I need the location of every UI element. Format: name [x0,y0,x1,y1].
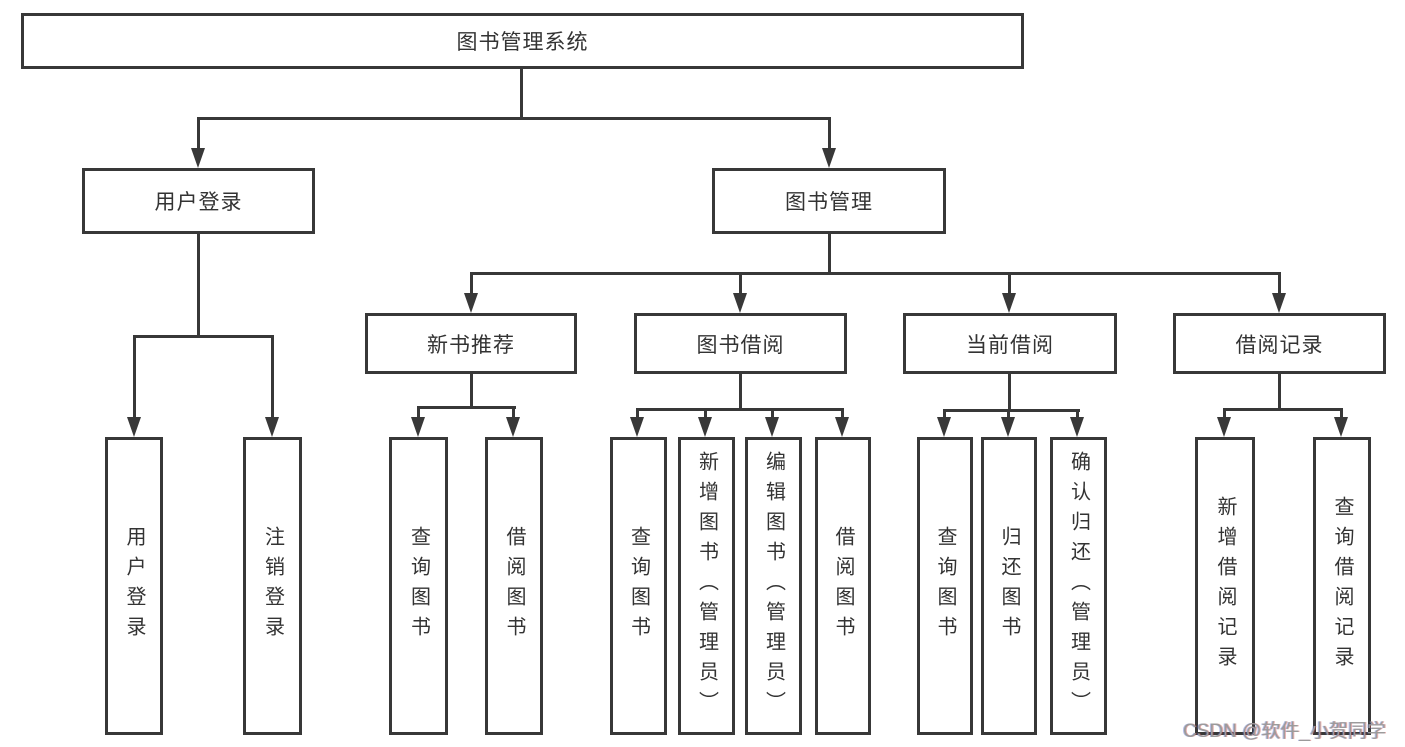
connector-line [636,408,639,420]
arrowhead-icon [765,417,779,437]
leaf-add-borrow-record: 新增借阅记录 [1195,437,1255,735]
connector-line [470,272,1281,275]
leaf-return-books-label: 归还图书 [998,526,1020,646]
node-book-management-branch-label: 图书管理 [785,191,873,214]
arrowhead-icon [822,148,836,168]
connector-line [943,409,946,420]
connector-line [470,272,473,297]
node-book-borrowing: 图书借阅 [634,313,847,374]
arrowhead-icon [1334,417,1348,437]
leaf-query-borrow-record: 查询借阅记录 [1313,437,1371,735]
leaf-user-login: 用户登录 [105,437,163,735]
leaf-edit-books-admin-label: 编辑图书（管理员） [762,451,785,721]
leaf-logout-label: 注销登录 [261,526,284,646]
leaf-add-books-admin-label: 新增图书（管理员） [695,451,718,721]
connector-line [828,234,831,274]
node-book-management-branch: 图书管理 [712,168,946,234]
node-user-login-branch: 用户登录 [82,168,315,234]
node-new-book-recommend: 新书推荐 [365,313,577,374]
node-current-borrowing-label: 当前借阅 [966,333,1054,357]
connector-line [704,408,707,420]
connector-line [197,234,200,337]
node-new-book-recommend-label: 新书推荐 [427,333,515,357]
connector-line [133,335,136,420]
arrowhead-icon [733,293,747,313]
leaf-confirm-return-admin: 确认归还（管理员） [1050,437,1107,735]
connector-line [197,117,200,151]
arrowhead-icon [1001,417,1015,437]
leaf-query-books-borrowing-label: 查询图书 [627,526,650,646]
connector-line [1278,374,1281,410]
arrowhead-icon [1002,293,1016,313]
leaf-add-books-admin: 新增图书（管理员） [678,437,735,735]
leaf-borrow-books-recommend: 借阅图书 [485,437,543,735]
connector-line [197,117,831,120]
leaf-borrow-books-label: 借阅图书 [832,526,854,646]
connector-line [1007,409,1010,420]
arrowhead-icon [464,293,478,313]
connector-line [1223,408,1343,411]
connector-line [636,408,844,411]
connector-line [520,66,523,118]
node-book-borrowing-label: 图书借阅 [696,333,785,357]
leaf-query-books-current-label: 查询图书 [934,526,956,646]
connector-line [943,409,1080,412]
arrowhead-icon [1272,293,1286,313]
arrowhead-icon [191,148,205,168]
connector-line [739,272,742,297]
leaf-query-borrow-record-label: 查询借阅记录 [1331,496,1353,676]
leaf-query-books-recommend-label: 查询图书 [407,526,430,646]
leaf-add-borrow-record-label: 新增借阅记录 [1214,496,1236,676]
leaf-query-books-recommend: 查询图书 [389,437,448,735]
connector-line [417,406,420,420]
leaf-confirm-return-admin-label: 确认归还（管理员） [1067,451,1090,721]
node-borrowing-records-label: 借阅记录 [1235,333,1324,357]
arrowhead-icon [835,417,849,437]
connector-line [470,374,473,408]
arrowhead-icon [127,417,141,437]
node-user-login-branch-label: 用户登录 [154,191,243,214]
node-borrowing-records: 借阅记录 [1173,313,1386,374]
connector-line [1340,408,1343,420]
leaf-edit-books-admin: 编辑图书（管理员） [745,437,802,735]
node-current-borrowing: 当前借阅 [903,313,1117,374]
leaf-query-books-borrowing: 查询图书 [610,437,667,735]
connector-line [1008,374,1011,411]
connector-line [133,335,274,338]
node-root: 图书管理系统 [21,13,1024,69]
leaf-borrow-books-recommend-label: 借阅图书 [503,526,525,646]
arrowhead-icon [698,417,712,437]
leaf-query-books-current: 查询图书 [917,437,973,735]
leaf-user-login-label: 用户登录 [123,526,145,646]
leaf-return-books: 归还图书 [981,437,1037,735]
connector-line [271,335,274,420]
connector-line [1008,272,1011,297]
arrowhead-icon [506,417,520,437]
connector-line [841,408,844,420]
arrowhead-icon [630,417,644,437]
leaf-logout: 注销登录 [243,437,302,735]
watermark: CSDN @软件_小贺同学 [1183,721,1386,742]
connector-line [1223,408,1226,420]
connector-line [771,408,774,420]
connector-line [739,374,742,410]
connector-line [417,406,516,409]
node-root-label: 图书管理系统 [456,31,589,54]
arrowhead-icon [411,417,425,437]
connector-line [1076,409,1079,420]
arrowhead-icon [1070,417,1084,437]
arrowhead-icon [937,417,951,437]
connector-line [828,117,831,151]
leaf-borrow-books: 借阅图书 [815,437,871,735]
arrowhead-icon [265,417,279,437]
connector-line [1278,272,1281,297]
connector-line [512,406,515,420]
arrowhead-icon [1217,417,1231,437]
